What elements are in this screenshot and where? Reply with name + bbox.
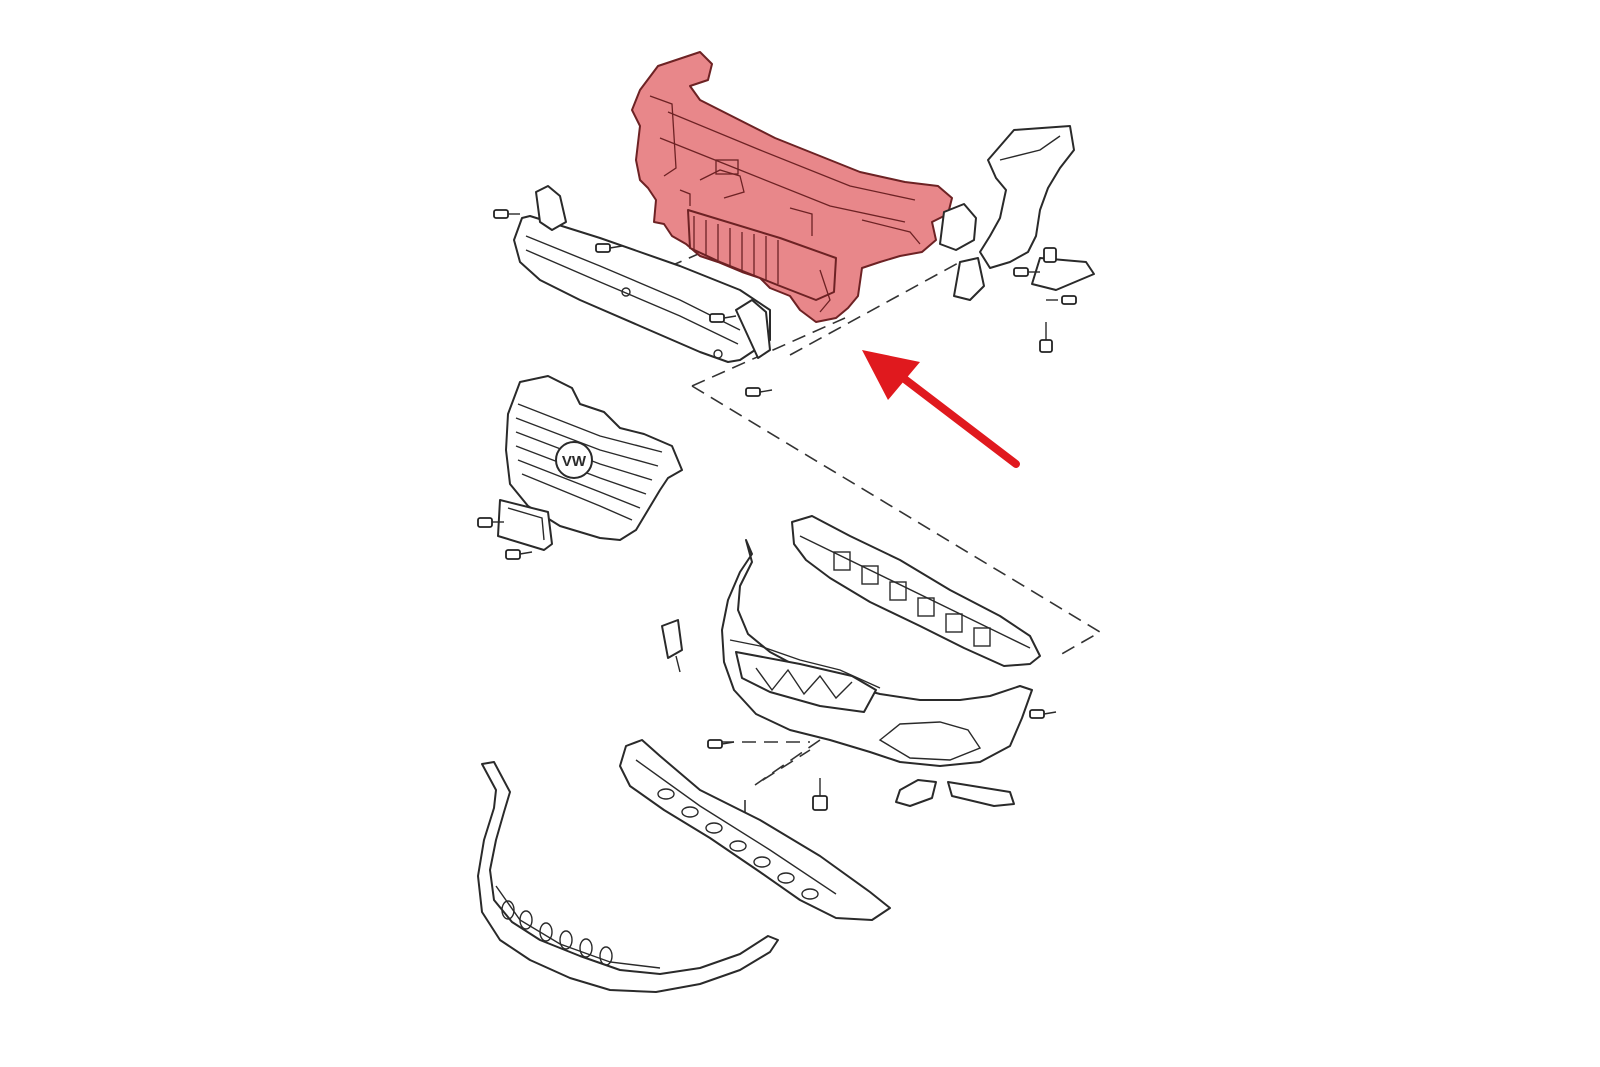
radiator-grille: VW <box>505 375 683 541</box>
screw-icon <box>595 243 623 253</box>
screw-icon <box>707 739 735 749</box>
screw-icon <box>709 313 737 323</box>
pointer-arrow-icon <box>862 350 1020 468</box>
energy-absorber <box>791 515 1041 667</box>
screw-set-upper <box>493 209 773 397</box>
spoiler-lip <box>477 761 779 993</box>
screw-icon <box>745 387 773 397</box>
emblem-icon <box>555 441 593 479</box>
bolt-icon <box>812 778 828 811</box>
bumper-cover <box>707 539 1057 811</box>
fog-lamp-trim <box>895 779 1015 807</box>
screw-icon <box>1013 267 1040 277</box>
bolt-icon <box>1039 322 1053 353</box>
screw-icon <box>1046 295 1077 305</box>
screw-icon <box>505 549 533 560</box>
screw-icon <box>477 517 504 528</box>
screw-icon <box>1029 709 1057 719</box>
tow-hook-cover <box>661 619 683 673</box>
emblem-text: VW <box>562 453 587 470</box>
bumper-reinforcement-bar <box>513 185 771 363</box>
lower-grille <box>619 739 891 921</box>
screw-icon <box>493 209 520 219</box>
radiator-support-front-panel <box>631 51 953 323</box>
license-plate-holder <box>477 499 553 560</box>
clip-icon <box>1043 247 1057 263</box>
fender-mounting-bracket <box>939 125 1095 353</box>
